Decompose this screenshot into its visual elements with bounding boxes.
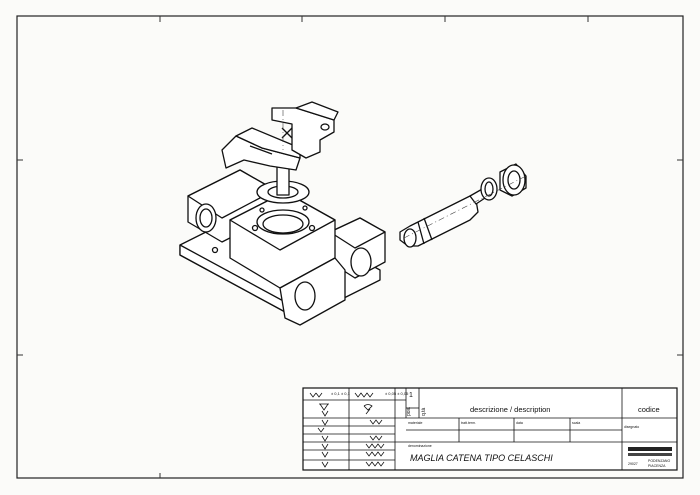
date-label: data [516, 421, 523, 425]
code-header: codice [638, 405, 660, 414]
description-header: descrizione / description [470, 405, 550, 414]
sheet-border [16, 15, 684, 479]
axis-centerline [403, 175, 527, 239]
rear-lever [271, 101, 339, 159]
denomination-label: denominazione [408, 444, 432, 448]
drawn-by-label: disegnato [624, 425, 639, 429]
pos-label: pos. [406, 407, 412, 416]
chain-link-assembly [179, 101, 527, 326]
part-name: MAGLIA CATENA TIPO CELASCHI [410, 453, 553, 463]
redaction-bar [628, 447, 672, 451]
title-block [302, 387, 678, 471]
tolerance-label-1: ± 0,1 ± 0,1 [331, 391, 351, 396]
qty-label: q.tà [421, 407, 427, 416]
redaction-bar [628, 453, 672, 456]
company-postcode: 29027 [628, 462, 638, 466]
border-ticks [17, 16, 683, 478]
snap-ring [480, 177, 498, 201]
link-body [179, 169, 386, 326]
tolerance-label-2: ± 0,05 ± 0,05 [385, 391, 409, 396]
horizontal-pin [399, 187, 490, 248]
sheet-number: 1 [409, 392, 413, 399]
treatment-label: tratt.term. [461, 421, 476, 425]
material-label: materiale [408, 421, 422, 425]
bearing [499, 163, 527, 197]
finish-symbols [309, 392, 385, 468]
company-city: PODENZANO [648, 459, 670, 463]
scale-label: scala [572, 421, 580, 425]
company-province: PIACENZA [648, 464, 666, 468]
